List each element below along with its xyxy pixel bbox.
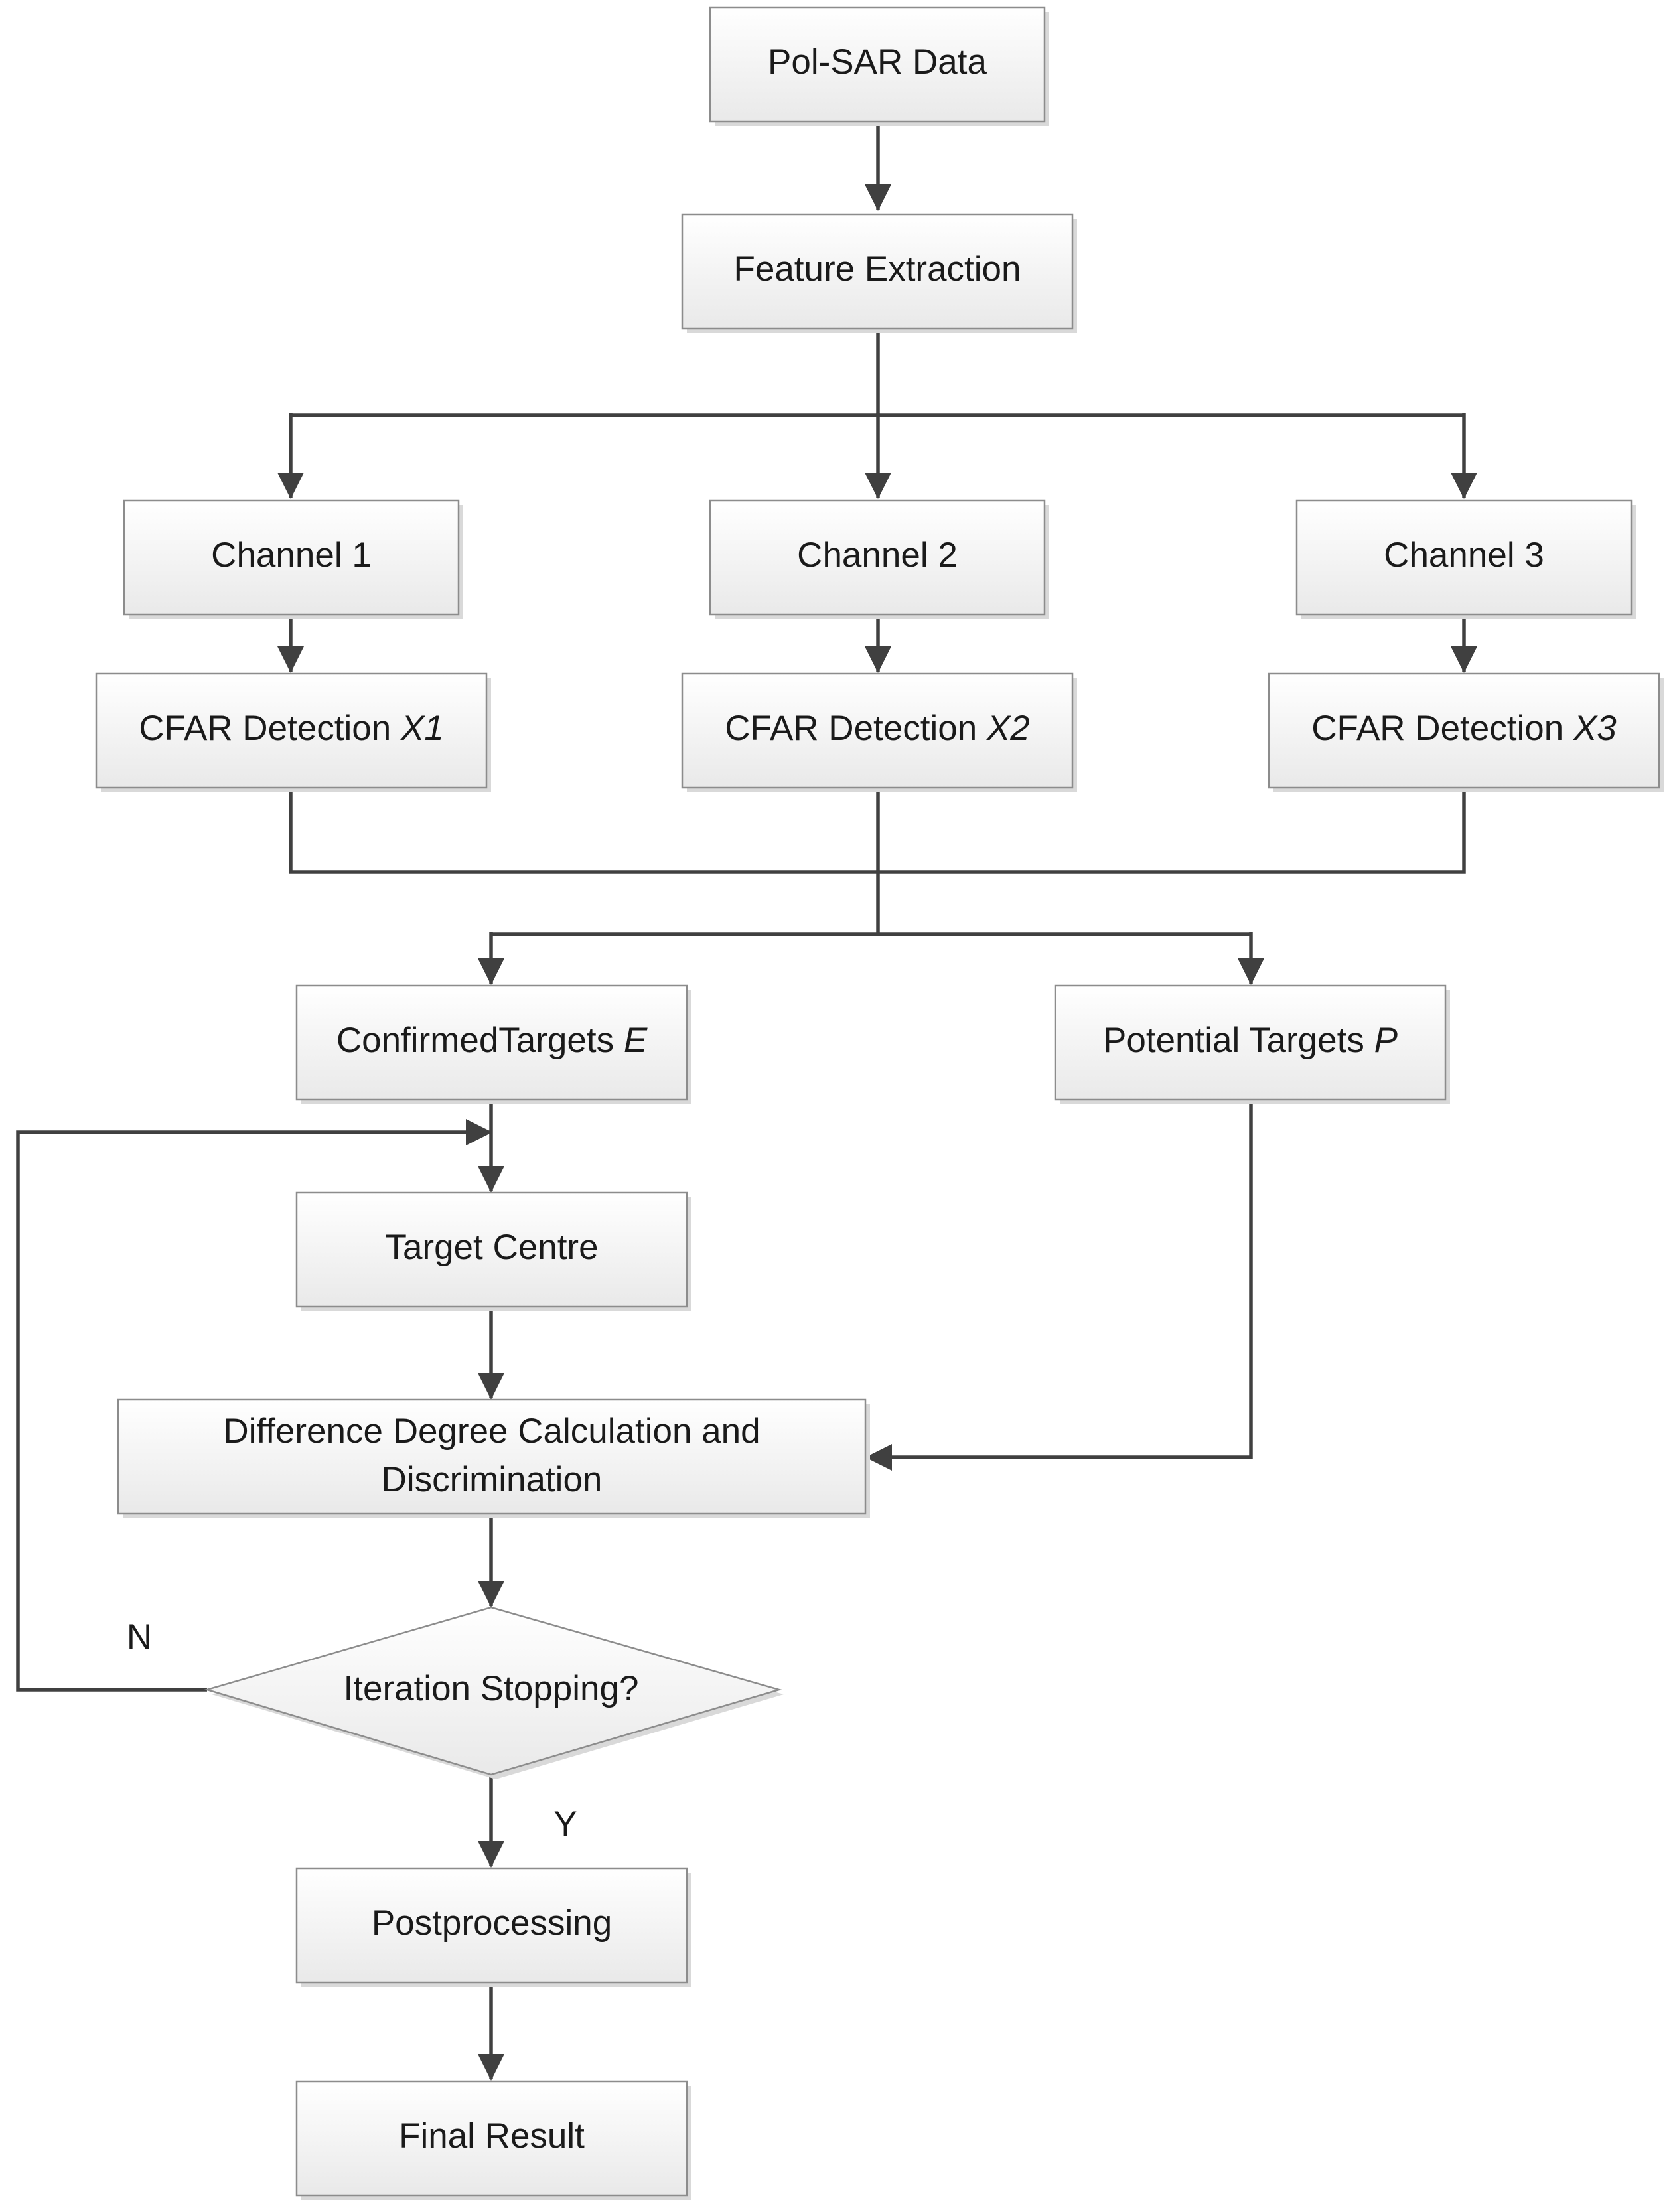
node-centre-label: Target Centre: [385, 1228, 598, 1267]
node-target-centre: Target Centre: [295, 1191, 691, 1311]
node-cfar-1: CFAR Detection X1: [95, 672, 491, 792]
node-cfar2-label: CFAR Detection X2: [725, 709, 1030, 748]
node-iteration-decision: Iteration Stopping?: [204, 1606, 784, 1779]
edge-label-yes: Y: [553, 1805, 577, 1844]
node-confirmed-label: ConfirmedTargets E: [336, 1021, 648, 1060]
node-polsar: Pol-SAR Data: [709, 6, 1049, 126]
node-ch3-label: Channel 3: [1384, 536, 1544, 575]
node-channel-1: Channel 1: [123, 499, 463, 619]
node-cfar-2: CFAR Detection X2: [681, 672, 1077, 792]
edge-potential-to-diff: [865, 1100, 1253, 1471]
node-diff-label-line2: Discrimination: [382, 1460, 603, 1499]
node-ch1-label: Channel 1: [211, 536, 372, 575]
node-polsar-label: Pol-SAR Data: [768, 42, 987, 82]
node-post-label: Postprocessing: [372, 1903, 612, 1943]
node-difference-degree: Difference Degree Calculation and Discri…: [117, 1398, 870, 1518]
node-cfar-3: CFAR Detection X3: [1268, 672, 1664, 792]
edge-label-no: N: [127, 1617, 152, 1657]
node-cfar3-label: CFAR Detection X3: [1311, 709, 1617, 748]
connectors: [16, 121, 1477, 2081]
node-channel-2: Channel 2: [709, 499, 1049, 619]
node-ch2-label: Channel 2: [797, 536, 958, 575]
node-potential-targets: Potential Targets P: [1054, 984, 1450, 1104]
node-diff-label-line1: Difference Degree Calculation and: [223, 1412, 760, 1451]
node-postprocessing: Postprocessing: [295, 1867, 691, 1987]
edge-decision-no-loop: [16, 1119, 492, 1692]
node-final-label: Final Result: [399, 2116, 585, 2156]
node-confirmed-targets: ConfirmedTargets E: [295, 984, 691, 1104]
node-decision-label: Iteration Stopping?: [344, 1669, 639, 1708]
node-feature-label: Feature Extraction: [733, 250, 1021, 289]
node-final-result: Final Result: [295, 2080, 691, 2200]
node-feature-extraction: Feature Extraction: [681, 213, 1077, 333]
node-channel-3: Channel 3: [1295, 499, 1636, 619]
node-potential-label: Potential Targets P: [1103, 1021, 1398, 1060]
node-cfar1-label: CFAR Detection X1: [139, 709, 444, 748]
